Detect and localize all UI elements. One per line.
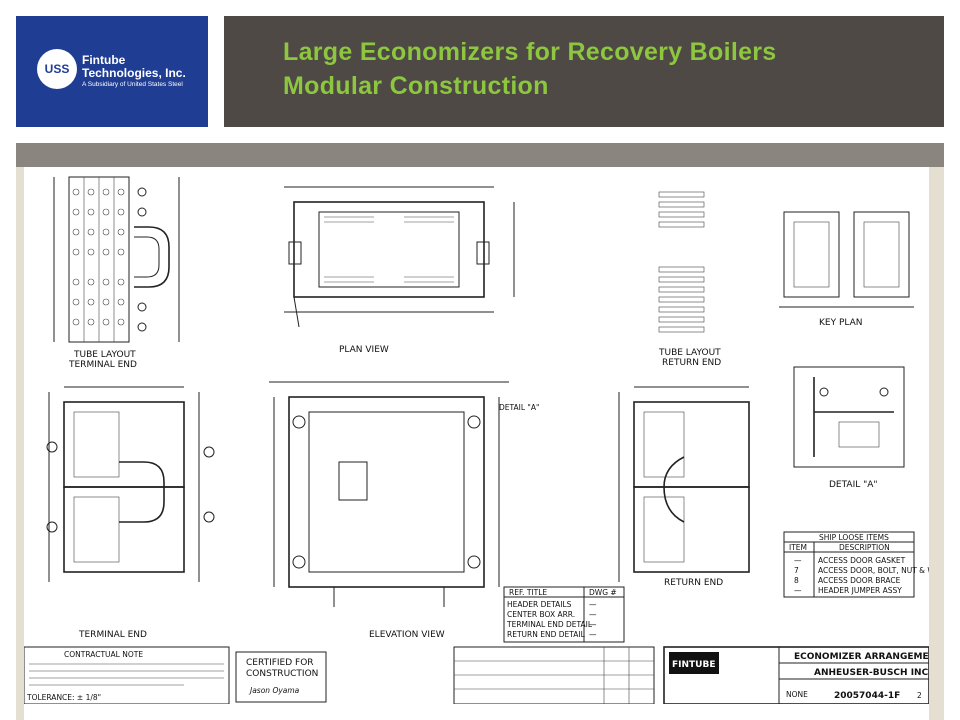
logo-name-line2: Technologies, Inc. <box>82 66 186 80</box>
view-label-terminal-end-2: TERMINAL END <box>78 630 147 640</box>
certified-line2: CONSTRUCTION <box>246 669 318 679</box>
ref-row-dwg: — <box>589 630 597 639</box>
terminal-end-view: TERMINAL END <box>46 386 215 640</box>
return-end-view: RETURN END <box>618 386 750 588</box>
revision-block <box>453 646 655 704</box>
key-plan: KEY PLAN <box>779 211 914 328</box>
elevation-view: ELEVATION VIEW <box>269 381 509 640</box>
ship-loose-item: 7 <box>794 566 799 575</box>
ship-loose-desc: HEADER JUMPER ASSY <box>818 586 902 595</box>
drawing-scale: NONE <box>786 690 808 699</box>
view-label-tube-layout-2: TUBE LAYOUT <box>658 348 721 358</box>
reference-table: REF. TITLE DWG # HEADER DETAILS — CENTER… <box>503 586 625 643</box>
contractual-note-title: CONTRACTUAL NOTE <box>64 650 143 659</box>
ref-col-title: REF. TITLE <box>509 588 547 597</box>
ship-loose-desc: ACCESS DOOR, BOLT, NUT & WASHER <box>818 566 929 575</box>
tube-layout-terminal-view: TUBE LAYOUT TERMINAL END <box>53 176 180 370</box>
callout-detail-a: DETAIL "A" <box>499 403 539 412</box>
logo-subtitle: A Subsidiary of United States Steel <box>82 81 183 88</box>
ship-loose-item: — <box>794 586 802 595</box>
ship-loose-title: SHIP LOOSE ITEMS <box>819 533 889 542</box>
view-label-terminal-end-1: TERMINAL END <box>68 360 137 370</box>
logo-company-name: Fintube Technologies, Inc. <box>82 54 202 80</box>
ref-row-dwg: — <box>589 610 597 619</box>
divider-band <box>16 143 944 167</box>
title-block: FINTUBE ECONOMIZER ARRANGEMENT ANHEUSER-… <box>663 646 929 704</box>
tube-layout-return-view: TUBE LAYOUT RETURN END <box>658 191 721 368</box>
view-label-detail-a: DETAIL "A" <box>829 480 878 490</box>
contractual-note-block: CONTRACTUAL NOTE TOLERANCE: ± 1/8" <box>24 646 230 704</box>
certified-line1: CERTIFIED FOR <box>246 658 314 668</box>
logo-mark-text: USS <box>44 62 70 76</box>
ship-loose-header-item: ITEM <box>789 543 807 552</box>
detail-a: DETAIL "A" DETAIL "A" <box>499 366 905 490</box>
fintube-logo-icon <box>669 652 719 674</box>
slide-title-line2: Modular Construction <box>283 72 549 100</box>
frame-left <box>16 167 24 720</box>
frame-right <box>929 167 944 720</box>
customer-name: ANHEUSER-BUSCH INC. <box>814 668 929 678</box>
plan-view: PLAN VIEW <box>284 186 515 355</box>
ship-loose-header-desc: DESCRIPTION <box>839 543 890 552</box>
ship-loose-desc: ACCESS DOOR GASKET <box>818 556 906 565</box>
drawing-number: 20057044-1F <box>834 691 900 701</box>
sheet-number: 2 <box>917 691 922 700</box>
drawing-canvas: TUBE LAYOUT TERMINAL END PLAN VIEW TUBE … <box>24 176 929 704</box>
ref-row-title: CENTER BOX ARR. <box>507 610 575 619</box>
certified-signature: Jason Oyama <box>248 686 300 695</box>
ref-row-title: HEADER DETAILS <box>507 600 572 609</box>
ref-row-title: TERMINAL END DETAIL <box>506 620 593 629</box>
ship-loose-table: SHIP LOOSE ITEMS ITEM DESCRIPTION — ACCE… <box>783 531 929 598</box>
company-logo: USS Fintube Technologies, Inc. A Subsidi… <box>16 16 208 127</box>
ship-loose-desc: ACCESS DOOR BRACE <box>818 576 901 585</box>
slide-title-line1: Large Economizers for Recovery Boilers <box>283 38 777 66</box>
ref-row-dwg: — <box>589 620 597 629</box>
drawing-title: ECONOMIZER ARRANGEMENT <box>794 652 929 662</box>
title-banner: Large Economizers for Recovery Boilers M… <box>224 16 944 127</box>
view-label-return-end-2: RETURN END <box>664 578 723 588</box>
title-block-logo-text: FINTUBE <box>672 660 715 670</box>
logo-name-line1: Fintube <box>82 53 126 67</box>
view-label-elevation: ELEVATION VIEW <box>369 630 445 640</box>
view-label-key-plan: KEY PLAN <box>819 318 862 328</box>
view-label-return-end-1: RETURN END <box>662 358 721 368</box>
engineering-drawing: TUBE LAYOUT TERMINAL END PLAN VIEW TUBE … <box>24 167 929 704</box>
ref-col-dwg: DWG # <box>589 588 617 597</box>
tolerance-note: TOLERANCE: ± 1/8" <box>26 693 101 702</box>
ship-loose-item: — <box>794 556 802 565</box>
uss-logo-icon: USS <box>37 49 77 89</box>
ref-row-dwg: — <box>589 600 597 609</box>
view-label-plan: PLAN VIEW <box>339 345 389 355</box>
ship-loose-item: 8 <box>794 576 799 585</box>
certified-stamp: CERTIFIED FOR CONSTRUCTION Jason Oyama <box>235 651 327 703</box>
view-label-tube-layout-1: TUBE LAYOUT <box>73 350 136 360</box>
ref-row-title: RETURN END DETAIL <box>507 630 586 639</box>
